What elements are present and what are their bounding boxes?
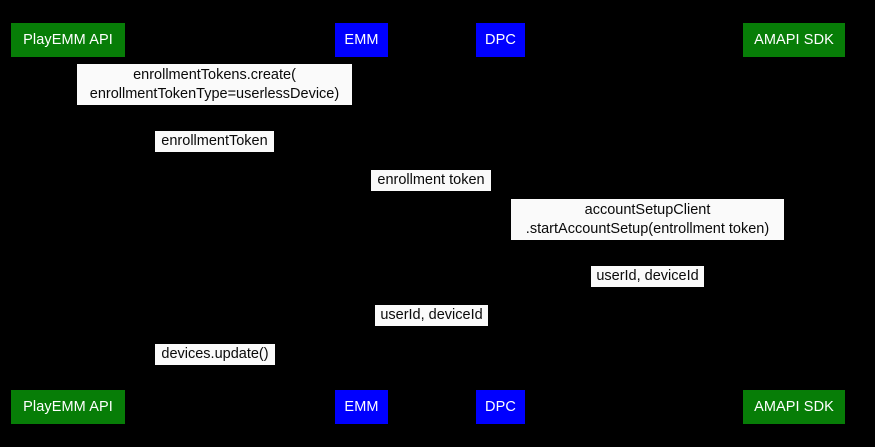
participant-label: DPC — [485, 31, 516, 48]
participant-emm-bottom[interactable]: EMM — [335, 390, 388, 424]
participant-amapi-sdk-top[interactable]: AMAPI SDK — [743, 23, 845, 57]
participant-dpc-top[interactable]: DPC — [476, 23, 525, 57]
msg-userid-deviceid-to-emm: userId, deviceId — [375, 305, 488, 326]
participant-dpc-bottom[interactable]: DPC — [476, 390, 525, 424]
msg-userid-deviceid-to-dpc: userId, deviceId — [591, 266, 704, 287]
participant-amapi-sdk-bottom[interactable]: AMAPI SDK — [743, 390, 845, 424]
participant-label: AMAPI SDK — [754, 398, 834, 415]
message-label-line: userId, deviceId — [380, 307, 483, 323]
message-label-line: enrollmentTokens.create( — [133, 66, 296, 83]
participant-label: AMAPI SDK — [754, 31, 834, 48]
participant-label: EMM — [344, 398, 379, 415]
participant-label: EMM — [344, 31, 379, 48]
participant-label: DPC — [485, 398, 516, 415]
message-label-line: accountSetupClient — [584, 201, 711, 218]
participant-playemm-api-bottom[interactable]: PlayEMM API — [11, 390, 125, 424]
msg-start-account-setup: accountSetupClient .startAccountSetup(ent… — [511, 199, 784, 240]
msg-enrollment-token-response: enrollmentToken — [155, 131, 274, 152]
msg-enrollment-token-to-dpc: enrollment token — [371, 170, 491, 191]
message-label-line: devices.update() — [161, 346, 269, 362]
message-label-line: enrollment token — [377, 172, 485, 188]
participant-emm-top[interactable]: EMM — [335, 23, 388, 57]
message-label-line: .startAccountSetup(entrollment token) — [525, 220, 770, 237]
participant-label: PlayEMM API — [23, 31, 113, 48]
msg-enrollment-tokens-create: enrollmentTokens.create( enrollmentTokenT… — [77, 64, 352, 105]
participant-playemm-api-top[interactable]: PlayEMM API — [11, 23, 125, 57]
msg-devices-update: devices.update() — [155, 344, 275, 365]
message-label-line: enrollmentToken — [161, 133, 268, 149]
message-label-line: userId, deviceId — [596, 268, 699, 284]
message-label-line: enrollmentTokenType=userlessDevice) — [89, 85, 340, 102]
participant-label: PlayEMM API — [23, 398, 113, 415]
